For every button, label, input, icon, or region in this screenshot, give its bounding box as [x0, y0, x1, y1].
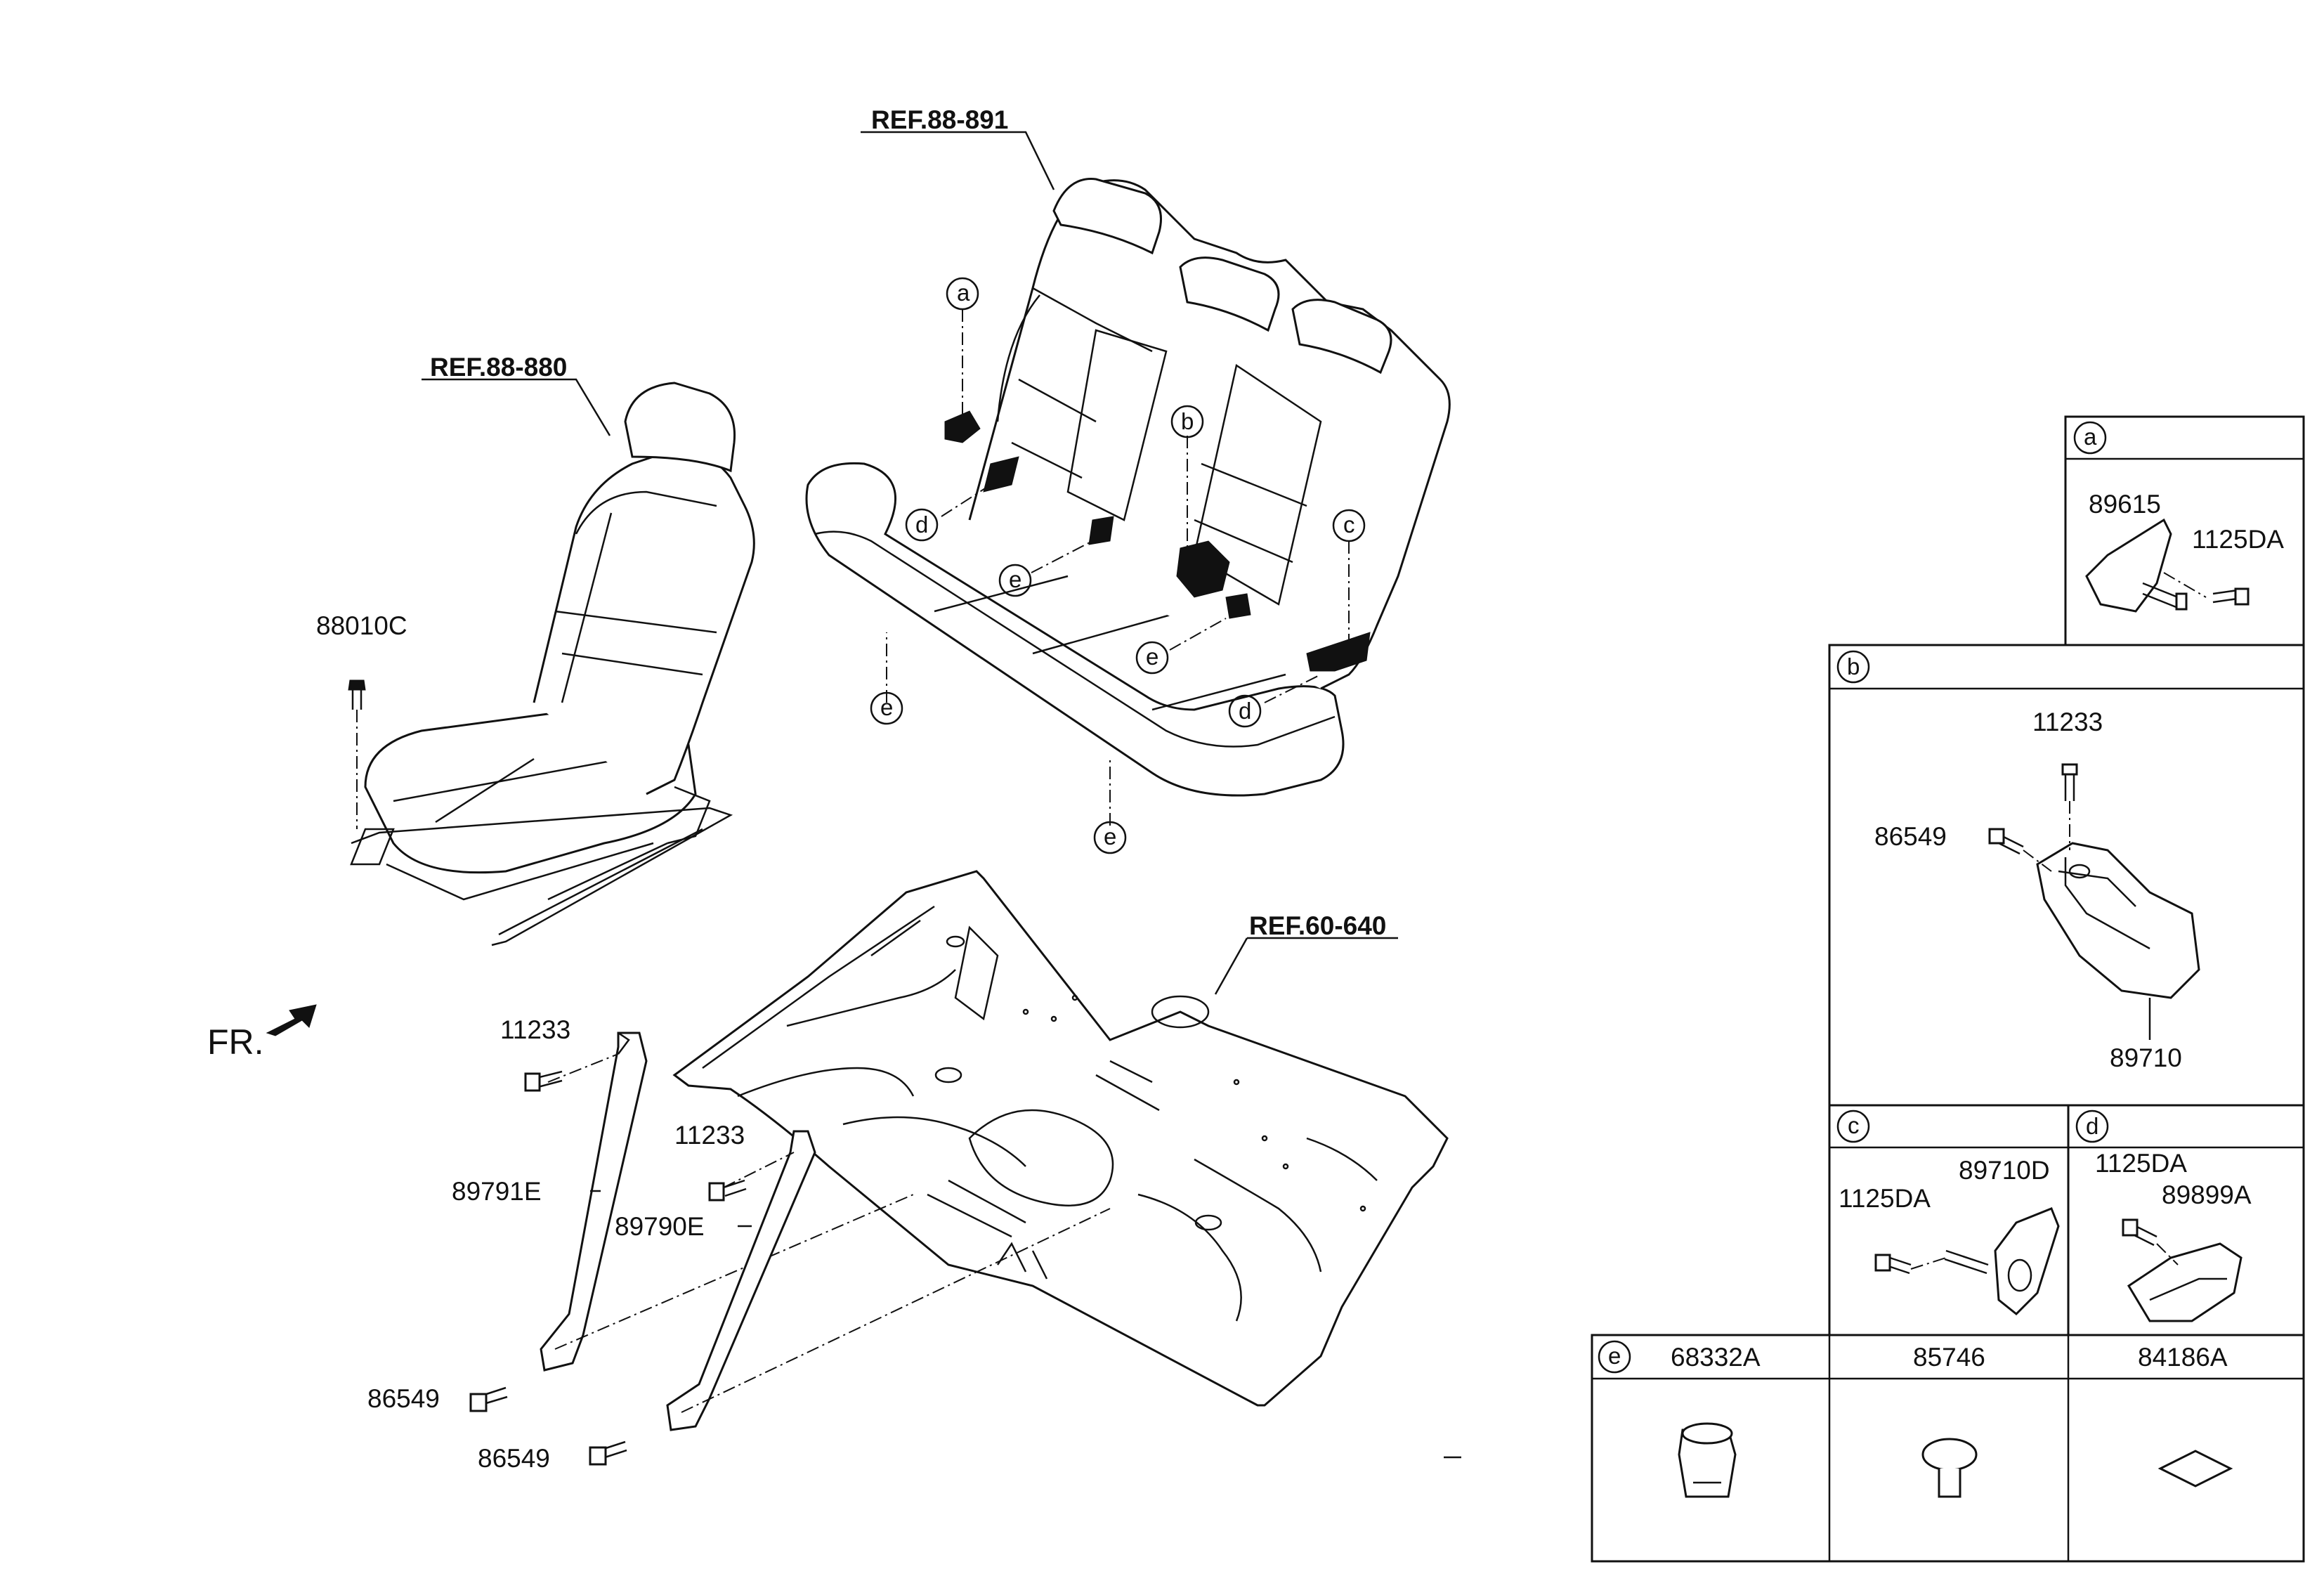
detail-a-key: a: [2073, 421, 2107, 455]
svg-text:d: d: [915, 512, 928, 538]
label-11233-right: 11233: [674, 1121, 745, 1150]
detail-d-key: d: [2075, 1109, 2109, 1143]
bracket-89790e-drawing: [666, 1130, 1111, 1431]
fr-direction-label: FR.: [207, 1022, 264, 1062]
svg-text:b: b: [1847, 653, 1860, 679]
label-89791e: 89791E: [452, 1177, 542, 1206]
svg-text:e: e: [1104, 824, 1116, 850]
callout-e-center: e: [998, 564, 1032, 597]
label-89899a: 89899A: [2162, 1180, 2252, 1209]
svg-text:c: c: [1343, 512, 1355, 538]
svg-text:d: d: [1239, 698, 1251, 724]
label-86549-b: 86549: [1874, 822, 1947, 851]
detail-d-drawing: [2122, 1218, 2243, 1322]
callout-e-left: e: [870, 691, 903, 725]
label-11233-b: 11233: [2032, 708, 2103, 736]
label-11233-left: 11233: [500, 1015, 570, 1044]
detail-b-key: b: [1836, 650, 1870, 684]
svg-text:c: c: [1848, 1112, 1860, 1138]
detail-c-drawing: [1874, 1207, 2060, 1316]
svg-text:a: a: [957, 280, 970, 306]
label-1125da-d: 1125DA: [2095, 1149, 2187, 1178]
detail-e-drawing: [1678, 1422, 2233, 1498]
detail-b-drawing: [1988, 763, 2200, 999]
detail-c-key: c: [1836, 1109, 1870, 1143]
callout-a: a: [946, 277, 979, 311]
callout-d-right: d: [1228, 694, 1262, 728]
label-89710: 89710: [2110, 1043, 2182, 1072]
label-89710d: 89710D: [1959, 1156, 2050, 1185]
svg-text:a: a: [2084, 424, 2097, 450]
callout-e-bottom: e: [1093, 821, 1127, 854]
rear-seat-drawing: [805, 178, 1451, 826]
svg-text:b: b: [1181, 408, 1194, 434]
svg-text:e: e: [880, 694, 893, 720]
ref-floor: REF.60-640: [1249, 911, 1386, 940]
callout-b: b: [1170, 405, 1204, 438]
label-86549-right: 86549: [478, 1444, 550, 1473]
label-1125da-c: 1125DA: [1839, 1184, 1931, 1213]
ref-front-seat: REF.88-880: [430, 353, 567, 382]
callout-d-left: d: [905, 508, 939, 542]
callout-e-right: e: [1135, 641, 1169, 675]
floor-panel-drawing: [672, 870, 1449, 1407]
label-85746: 85746: [1913, 1343, 1985, 1372]
svg-text:e: e: [1009, 566, 1021, 592]
front-direction-arrow: [266, 1004, 317, 1036]
label-1125da-a: 1125DA: [2192, 525, 2284, 554]
callout-c: c: [1332, 509, 1366, 542]
label-68332a: 68332A: [1671, 1343, 1761, 1372]
svg-text:e: e: [1146, 644, 1158, 670]
bolt-drawings: [469, 1070, 747, 1466]
label-86549-left: 86549: [367, 1384, 440, 1413]
leader-lines: [422, 131, 1461, 1459]
detail-e-key: e: [1598, 1340, 1631, 1374]
svg-text:e: e: [1608, 1343, 1621, 1369]
front-seat-drawing: [348, 382, 755, 946]
ref-rear-seat: REF.88-891: [871, 105, 1008, 134]
svg-text:d: d: [2086, 1113, 2098, 1139]
label-89790e: 89790E: [615, 1212, 705, 1241]
bracket-89791e-drawing: [540, 1031, 914, 1372]
label-89615: 89615: [2089, 490, 2161, 519]
label-84186a: 84186A: [2138, 1343, 2228, 1372]
label-88010c: 88010C: [316, 611, 407, 640]
detail-table: [1591, 415, 2305, 1563]
detail-a-drawing: [2085, 518, 2250, 613]
